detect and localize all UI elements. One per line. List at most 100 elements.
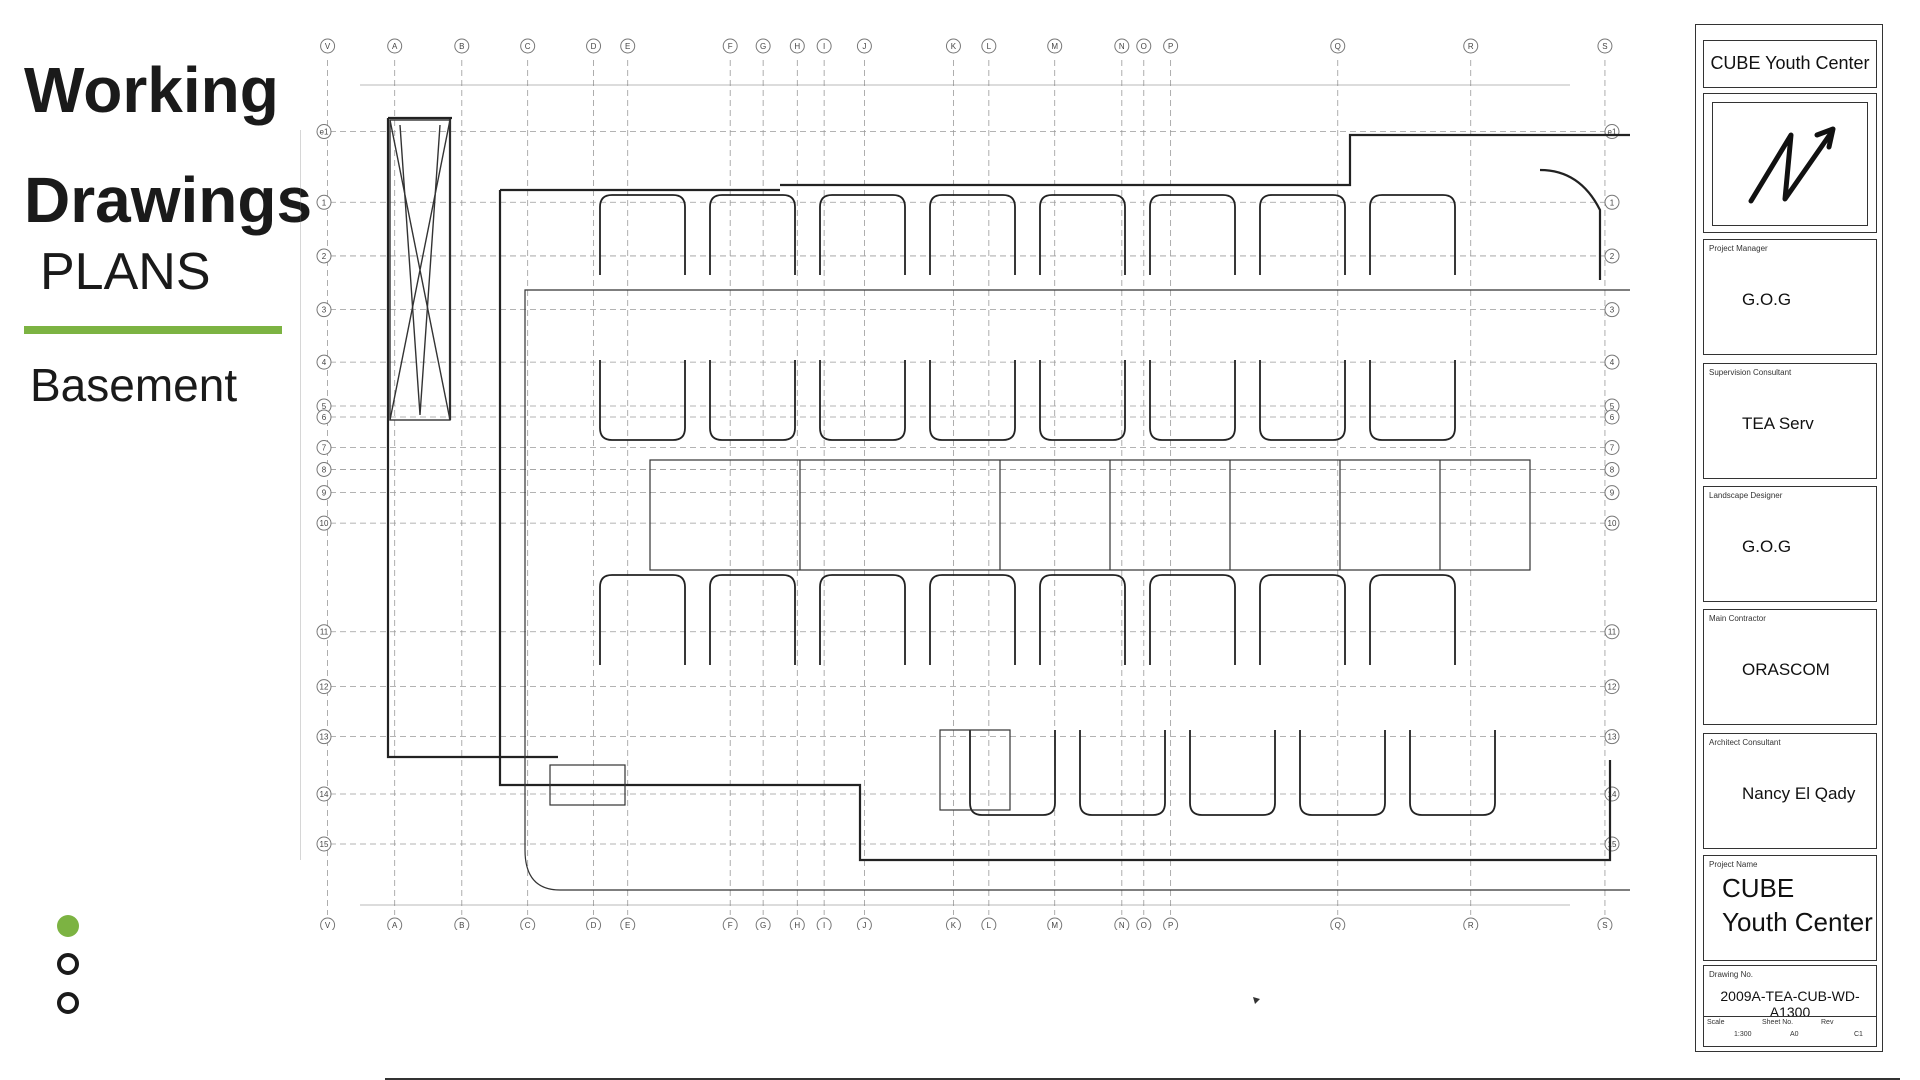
parking-bay: [819, 194, 906, 275]
grid-bubble: [1604, 515, 1620, 531]
grid-bubble: [1604, 194, 1620, 210]
grid-row-label: 8: [1610, 465, 1615, 474]
project-name-cell: Project Name CUBE Youth Center: [1703, 855, 1877, 961]
grid-bubble: [1604, 302, 1620, 318]
field-label: Project Manager: [1709, 244, 1768, 253]
grid-column-label: M: [1051, 42, 1058, 51]
grid-bubble: [316, 302, 332, 318]
grid-bubble: [1463, 917, 1479, 930]
grid-bubble: [945, 917, 961, 930]
grid-row-label: 7: [1610, 444, 1615, 453]
field-label: Landscape Designer: [1709, 491, 1783, 500]
ramp: [389, 119, 451, 421]
grid-column-label: E: [625, 921, 630, 930]
grid-bubble: [1136, 38, 1152, 54]
parking-bay: [929, 194, 1016, 275]
bottom-rule: [385, 1078, 1900, 1080]
grid-column-label: B: [459, 42, 464, 51]
grid-bubble: [722, 917, 738, 930]
grid-bubble: [320, 38, 336, 54]
grid-bubble: [1604, 679, 1620, 695]
grid-bubble: [981, 917, 997, 930]
grid-row-label: 11: [320, 628, 329, 637]
grid-column-label: O: [1141, 921, 1147, 930]
grid-row-label: 13: [320, 733, 329, 742]
parking-bay: [1039, 574, 1126, 665]
grid-row-label: 8: [322, 465, 327, 474]
scale-label: Scale: [1707, 1019, 1725, 1026]
grid-bubble: [387, 917, 403, 930]
grid-row-label: 5: [322, 402, 327, 411]
parking-bay: [929, 360, 1016, 441]
parking-bay: [709, 360, 796, 441]
grid-bubble: [520, 38, 536, 54]
grid-bubble: [1597, 38, 1613, 54]
project-name-line2: Youth Center: [1722, 906, 1873, 937]
grid-column-label: Q: [1335, 921, 1341, 930]
grid-row-label: 3: [1610, 306, 1615, 315]
grid-row-label: 9: [1610, 489, 1615, 498]
grid-bubble: [1604, 836, 1620, 852]
title-drawings: Drawings: [24, 164, 313, 236]
grid-bubble: [1136, 917, 1152, 930]
grid-row-label: 4: [1610, 358, 1615, 367]
grid-column-label: C: [525, 42, 531, 51]
grid-row-label: 3: [322, 306, 327, 315]
grid-bubble: [387, 38, 403, 54]
grid-bubble: [1604, 409, 1620, 425]
parking-bay: [1409, 730, 1496, 816]
field-label: Main Contractor: [1709, 614, 1766, 623]
grid-bubble: [586, 917, 602, 930]
field-value: Nancy El Qady: [1742, 784, 1856, 803]
grid-column-label: P: [1168, 921, 1173, 930]
parking-bay: [709, 194, 796, 275]
parking-bay: [819, 360, 906, 441]
subtitle-plans: PLANS: [40, 243, 211, 301]
grid-bubble: [1597, 917, 1613, 930]
parking-bay: [929, 574, 1016, 665]
grid-column-label: D: [591, 921, 597, 930]
grid-row-label: 1: [1610, 198, 1615, 207]
grid-bubble: [316, 248, 332, 264]
grid-row-label: 15: [320, 840, 329, 849]
grid-bubble: [316, 515, 332, 531]
grid-bubble: [1604, 624, 1620, 640]
grid-bubble: [1114, 917, 1130, 930]
parking-bay: [969, 730, 1056, 816]
slide-dot-1-active[interactable]: [57, 915, 79, 937]
rev-label: Rev: [1821, 1019, 1834, 1026]
field-label: Supervision Consultant: [1709, 368, 1792, 377]
grid-bubble: [316, 124, 332, 140]
parking-bays: [599, 194, 1496, 816]
grid-bubble: [316, 440, 332, 455]
parking-bay: [1189, 730, 1276, 816]
grid-bubble: [1604, 729, 1620, 745]
field-value: ORASCOM: [1742, 660, 1830, 679]
grid-bubble: [316, 485, 332, 501]
grid-bubble: [454, 38, 470, 54]
parking-bay: [1039, 360, 1126, 441]
grid-bubble: [1463, 38, 1479, 54]
grid-row-label: 14: [320, 790, 329, 799]
grid-column-label: N: [1119, 921, 1125, 930]
slide-dot-3[interactable]: [57, 992, 79, 1014]
grid-row-label: 5: [1610, 402, 1615, 411]
project-name-label: Project Name: [1709, 860, 1758, 869]
parking-bay: [1149, 360, 1236, 441]
grid-column-label: G: [760, 921, 766, 930]
grid-row-label: 10: [320, 519, 329, 528]
grid-column-label: O: [1141, 42, 1147, 51]
grid-column-label: M: [1051, 921, 1058, 930]
field-supervision-consultant: Supervision Consultant TEA Serv: [1703, 363, 1877, 479]
slide-dot-2[interactable]: [57, 953, 79, 975]
grid-column-label: G: [760, 42, 766, 51]
grid-bubble: [1163, 917, 1179, 930]
grid-bubble: [520, 917, 536, 930]
field-value: TEA Serv: [1742, 414, 1814, 433]
mouse-cursor-icon: [1253, 997, 1260, 1004]
grid-column-label: K: [951, 42, 957, 51]
grid-bubble: [586, 38, 602, 54]
field-project-manager: Project Manager G.O.G: [1703, 239, 1877, 355]
basement-floor-plan: VVAABBCCDDEEFFGGHHIIJJKKLLMMNNOOPPQQRRSS…: [300, 38, 1630, 930]
grid-lines: [320, 60, 1610, 915]
